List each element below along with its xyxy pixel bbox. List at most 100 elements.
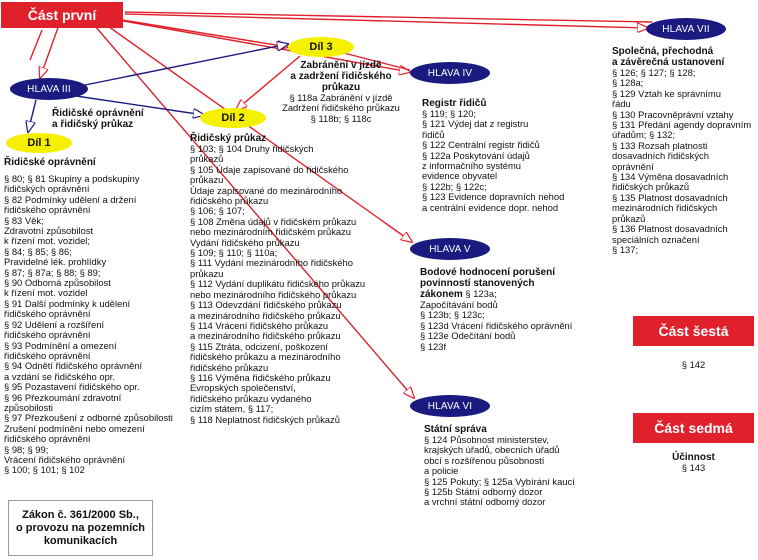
paragraph-line: § 122 Centrální registr řidičů <box>422 139 540 151</box>
arrow-hlava3-dil3 <box>79 44 288 87</box>
paragraph-line: § 94 Odnětí řidičského oprávnění <box>4 360 143 372</box>
cast-sesta-text: § 142 <box>681 359 706 370</box>
paragraph-line: § 124 Působnost ministerstev, <box>424 434 549 445</box>
arrow-hlava3-dil2 <box>75 95 204 115</box>
arrow-cast1-hlava5 <box>104 23 412 242</box>
paragraph-line: § 116 Výměna řidičského průkazu <box>190 371 331 383</box>
hlava-v-zakonem-bold: zákonem <box>420 289 463 300</box>
paragraph-line: § 97 Přezkoušení z odborné způsobilosti <box>4 412 173 424</box>
paragraph-line: § 109; § 110; § 110a; <box>190 247 278 259</box>
paragraph-line: cizím státem, § 117; <box>190 403 274 415</box>
paragraph-line: § 136 Platnost dosavadních <box>612 223 728 235</box>
paragraph-line: § 123 Evidence dopravních nehod <box>422 191 565 203</box>
arrow-cast1-hlava7 <box>124 13 648 28</box>
paragraph-line: § 126; § 127; § 128; <box>612 67 696 78</box>
hlava-vii-lines: § 126; § 127; § 128;§ 128a;§ 129 Vztah k… <box>612 67 758 255</box>
paragraph-line: a policie <box>424 465 459 477</box>
paragraph-line: Pravidelné lék. prohlídky <box>4 256 107 268</box>
hlava-iv-title: Registr řidičů <box>422 98 487 109</box>
paragraph-line: § 87; § 87a; § 88; § 89; <box>4 266 101 278</box>
paragraph-line: a centrální evidence dopr. nehod <box>422 201 559 213</box>
hlava-v-node: HLAVA V <box>410 238 490 260</box>
paragraph-line: Vrácení řidičského oprávnění <box>4 453 126 465</box>
hlava-vi-title: Státní správa <box>424 424 487 435</box>
paragraph-line: § 123b; § 123c; <box>420 309 485 321</box>
dil-2-block: Řidičský průkaz § 103; § 104 Druhy řidič… <box>190 133 410 425</box>
hlava-iii-title-line-1: Řidičské oprávnění <box>52 108 144 119</box>
paragraph-line: řidičů <box>422 128 445 140</box>
paragraph-line: průkazu <box>190 174 224 186</box>
cast-sesta-box: Část šestá <box>633 316 754 346</box>
paragraph-line: § 112 Vydání duplikátu řidičského průkaz… <box>190 278 366 290</box>
law-title-box: Zákon č. 361/2000 Sb., o provozu na poze… <box>8 500 153 556</box>
arrow-cast1-hlava3 <box>40 21 61 78</box>
dil-1-block: Řidičské oprávnění § 80; § 81 Skupiny a … <box>4 157 186 476</box>
arrow-dil3-dil2 <box>236 55 301 110</box>
dil-1-label: Díl 1 <box>27 137 51 149</box>
paragraph-line: § 83 Věk; <box>4 214 44 226</box>
paragraph-line: průkazů <box>612 212 646 224</box>
paragraph-line: dosavadních řidičských <box>612 150 709 162</box>
paragraph-line: řidičského průkazu vydaného <box>190 392 312 404</box>
paragraph-line: § 134 Výměna dosavadních <box>612 171 729 183</box>
paragraph-line: řidičského průkazu a mezinárodního <box>190 351 341 363</box>
hlava-vii-label: HLAVA VII <box>662 23 710 35</box>
paragraph-line: § 118 Neplatnost řidičských průkazů <box>190 413 340 425</box>
paragraph-line: Zadržení řidičského průkazu <box>282 102 400 114</box>
paragraph-line: řidičského oprávnění <box>4 329 91 341</box>
paragraph-line: § 122b; § 122c; <box>422 180 487 192</box>
paragraph-line: mezinárodních řidičských <box>612 202 718 214</box>
paragraph-line: § 100; § 101; § 102 <box>4 464 85 476</box>
paragraph-line: § 96 Přezkoumání zdravotní <box>4 391 122 403</box>
paragraph-line: krajských úřadů, obecních úřadů <box>424 444 560 456</box>
paragraph-line: řidičského oprávnění <box>4 433 91 445</box>
paragraph-line: a vzdání se řidičského opr. <box>4 370 115 382</box>
arrow-hlava3-dil1 <box>28 99 37 132</box>
cast-sesta-block: § 142 <box>633 359 754 370</box>
cast-sedma-block: Účinnost § 143 <box>633 452 754 473</box>
paragraph-line: Údaje zapisované do mezinárodního <box>190 184 343 196</box>
paragraph-line: Zdravotní způsobilost <box>4 225 94 237</box>
paragraph-line: § 111 Vydání mezinárodního řidičského <box>190 257 353 269</box>
paragraph-line: § 137; <box>612 243 639 255</box>
paragraph-line: řidičského průkazu <box>190 361 269 373</box>
paragraph-line: řidičských průkazů <box>612 181 690 193</box>
law-line-3: komunikacích <box>43 534 118 547</box>
paragraph-line: § 118b; § 118c <box>310 112 372 124</box>
dil-1-node: Díl 1 <box>6 133 72 153</box>
paragraph-line: § 93 Podmínění a omezení <box>4 339 117 351</box>
hlava-v-lines: Započítávání bodů§ 123b; § 123c;§ 123d V… <box>420 299 620 352</box>
arrow-cast1-top <box>124 11 653 23</box>
paragraph-line: § 121 Výdej dat z registru <box>422 118 529 130</box>
paragraph-line: § 122a Poskytování údajů <box>422 149 530 161</box>
paragraph-line: řidičského oprávnění <box>4 349 91 361</box>
paragraph-line: speciálních označení <box>612 233 700 245</box>
dil-1-title: Řidičské oprávnění <box>4 157 96 168</box>
paragraph-line: § 118a Zabránění v jízdě <box>289 92 393 103</box>
dil-3-node: Díl 3 <box>288 37 354 57</box>
paragraph-line: § 133 Rozsah platnosti <box>612 139 708 151</box>
dil-3-title-line-1: Zabránění v jízdě <box>300 60 382 71</box>
dil-2-label: Díl 2 <box>221 112 245 124</box>
paragraph-line: § 84; § 85; § 86; <box>4 245 72 257</box>
hlava-iv-block: Registr řidičů § 119; § 120;§ 121 Výdej … <box>422 98 602 213</box>
cast-sesta-label: Část šestá <box>658 323 729 339</box>
paragraph-line: § 128a; <box>612 77 644 89</box>
cast-prvni-label: Část první <box>27 7 97 23</box>
paragraph-line: § 82 Podmínky udělení a držení <box>4 193 137 205</box>
cast-sedma-title: Účinnost <box>672 452 715 463</box>
paragraph-line: Evropských společenství, <box>190 382 296 394</box>
hlava-iii-label: HLAVA III <box>27 83 71 95</box>
hlava-v-title-line-1: Bodové hodnocení porušení <box>420 267 556 278</box>
paragraph-line: § 113 Odevzdání řidičského průkazu <box>190 299 342 311</box>
paragraph-line: § 91 Další podmínky k udělení <box>4 297 131 309</box>
paragraph-line: obcí s rozšířenou působností <box>424 454 545 466</box>
paragraph-line: evidence obyvatel <box>422 170 498 182</box>
paragraph-line: řidičských oprávnění <box>4 183 90 195</box>
paragraph-line: úřadům; § 132; <box>612 129 676 141</box>
paragraph-line: Započítávání bodů <box>420 299 498 310</box>
paragraph-line: § 90 Odborná způsobilost <box>4 277 111 289</box>
dil-3-title-line-3: průkazu <box>321 82 361 93</box>
